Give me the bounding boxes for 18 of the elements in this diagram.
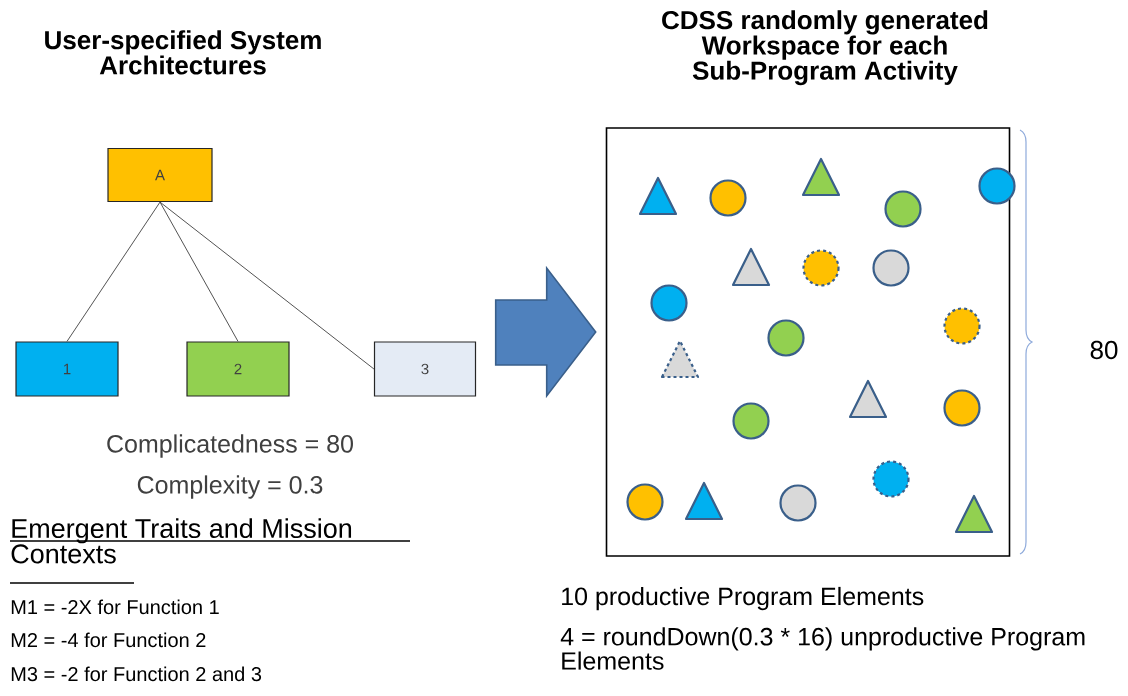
note-text: M1 = -2X for Function 1 <box>11 599 219 615</box>
connector-line <box>159 201 239 342</box>
process-box: 3 <box>373 341 477 397</box>
note-text: 10 productive Program Elements <box>562 586 924 611</box>
metric-text: Complicatedness = 80 <box>107 434 353 458</box>
note-text: 4 = roundDown(0.3 * 16) unproductive Program Elements <box>560 627 1085 670</box>
note-text: M3 = -2 for Function 2 and 3 <box>11 666 262 682</box>
process-box: 1 <box>15 341 119 397</box>
connector-line <box>159 201 375 370</box>
heading: User-specified System Architectures <box>45 30 321 75</box>
metric-text: Complexity = 0.3 <box>137 475 323 499</box>
dimension-label: 80 <box>1090 340 1118 360</box>
note-text: M2 = -4 for Function 2 <box>11 632 206 648</box>
heading: CDSS randomly generated Workspace for each Sub-Program Activity <box>662 10 988 86</box>
process-box: A <box>107 147 213 203</box>
underlined-heading: Emergent Traits and Mission Contexts <box>9 518 411 584</box>
process-box: 2 <box>186 341 290 397</box>
connector-line <box>66 201 161 342</box>
